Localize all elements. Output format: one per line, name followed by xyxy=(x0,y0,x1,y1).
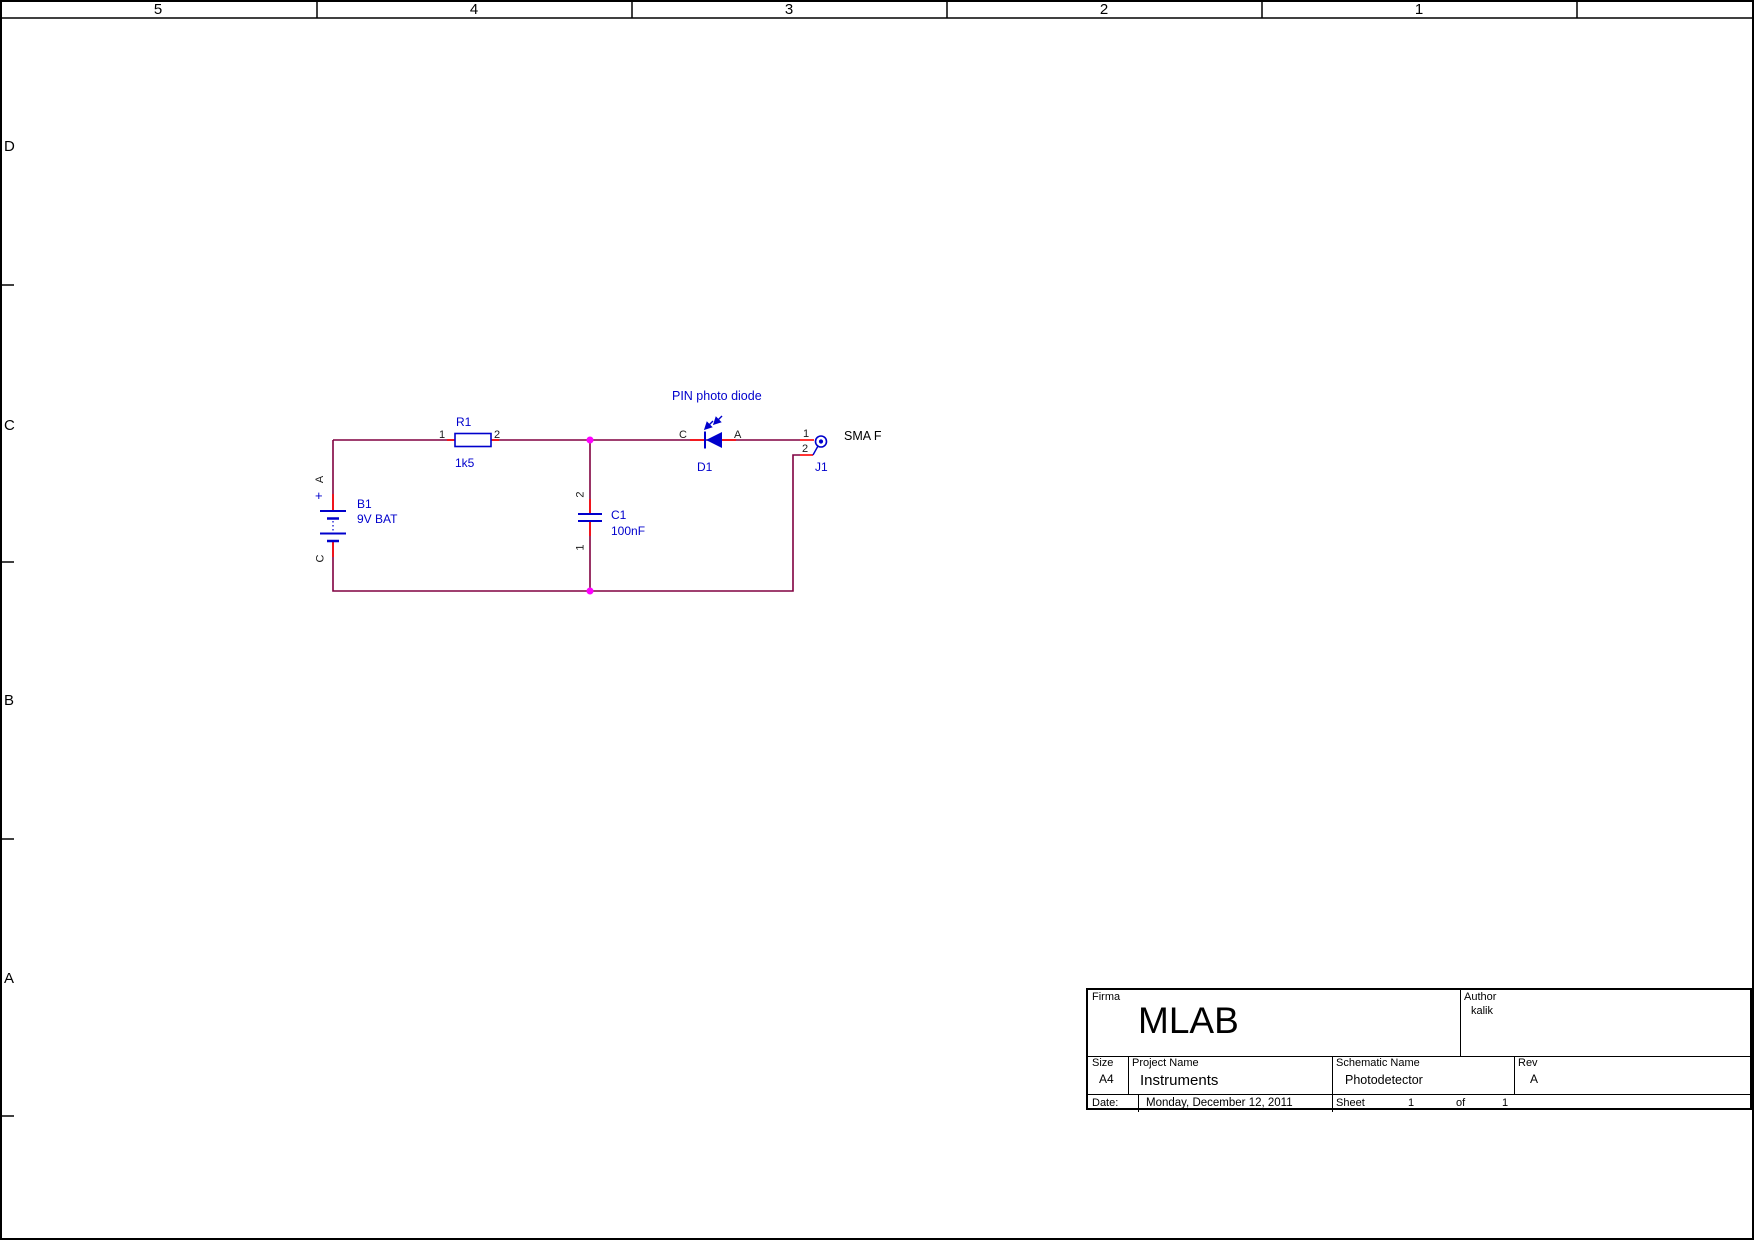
r1-pin2-number: 2 xyxy=(494,429,501,441)
sheet-of-label: of xyxy=(1456,1097,1466,1109)
j1-pin2-number: 2 xyxy=(802,443,809,455)
wires xyxy=(332,439,800,592)
b1-anode-label: A xyxy=(314,475,327,484)
firma-label: Firma xyxy=(1092,991,1121,1003)
r1-pin1-number: 1 xyxy=(439,429,446,441)
title-block-divider xyxy=(1138,1094,1139,1112)
company-name: MLAB xyxy=(1138,1000,1239,1041)
r1-refdes: R1 xyxy=(456,415,472,429)
resistor-r1-symbol xyxy=(454,432,492,448)
j1-type-label: SMA F xyxy=(844,429,882,443)
d1-anode-label: A xyxy=(734,429,742,441)
schematic-name-label: Schematic Name xyxy=(1336,1057,1420,1069)
frame-row-c: C xyxy=(4,417,15,434)
sheet-number: 1 xyxy=(1408,1097,1415,1109)
size-value: A4 xyxy=(1099,1072,1114,1086)
photodiode-note: PIN photo diode xyxy=(672,389,762,403)
title-block-divider xyxy=(1332,1056,1333,1094)
sheet-label: Sheet xyxy=(1336,1097,1365,1109)
capacitor-c1-symbol xyxy=(578,513,602,522)
title-block-divider xyxy=(1088,1056,1750,1057)
frame-col-3: 3 xyxy=(784,1,794,18)
author-name: kalik xyxy=(1471,1005,1494,1017)
size-label: Size xyxy=(1092,1057,1114,1069)
project-name-label: Project Name xyxy=(1132,1057,1199,1069)
frame-row-b: B xyxy=(4,692,15,709)
rev-label: Rev xyxy=(1518,1057,1538,1069)
c1-pin1-number: 1 xyxy=(574,544,587,551)
title-block-divider xyxy=(1128,1056,1129,1094)
j1-pin1-number: 1 xyxy=(803,428,810,440)
frame-row-a: A xyxy=(4,970,15,987)
photodiode-d1-symbol xyxy=(703,415,723,449)
b1-value: 9V BAT xyxy=(357,512,398,526)
sheet-total: 1 xyxy=(1502,1097,1509,1109)
title-block-divider xyxy=(1088,1094,1750,1095)
battery-b1-symbol xyxy=(320,510,346,543)
author-label: Author xyxy=(1464,991,1497,1003)
b1-refdes: B1 xyxy=(357,497,372,511)
c1-refdes: C1 xyxy=(611,508,627,522)
j1-refdes: J1 xyxy=(815,460,828,474)
r1-value: 1k5 xyxy=(455,456,475,470)
d1-refdes: D1 xyxy=(697,460,713,474)
c1-pin2-number: 2 xyxy=(574,491,587,498)
frame-col-2: 2 xyxy=(1099,1,1109,18)
title-block-divider xyxy=(1460,990,1461,1056)
title-block-divider xyxy=(1514,1056,1515,1094)
title-block-divider xyxy=(1332,1094,1333,1112)
title-block: Firma MLAB Author kalik Size A4 Project … xyxy=(1086,988,1752,1112)
frame-row-d: D xyxy=(4,138,15,155)
d1-cathode-label: C xyxy=(679,429,687,441)
project-name-value: Instruments xyxy=(1140,1072,1219,1089)
schematic-name-value: Photodetector xyxy=(1345,1073,1423,1087)
connector-j1-symbol xyxy=(812,435,828,456)
frame-col-1: 1 xyxy=(1414,1,1424,18)
rev-value: A xyxy=(1530,1072,1539,1086)
date-label: Date: xyxy=(1092,1097,1119,1109)
frame-col-4: 4 xyxy=(469,1,479,18)
c1-value: 100nF xyxy=(611,524,646,538)
date-value: Monday, December 12, 2011 xyxy=(1146,1097,1293,1109)
b1-plus-sign: + xyxy=(315,488,323,503)
junction-dots xyxy=(586,436,594,595)
frame-col-5: 5 xyxy=(153,1,163,18)
pin-stubs xyxy=(332,439,814,557)
b1-cathode-label: C xyxy=(314,554,327,563)
light-arrows-icon xyxy=(703,415,723,431)
